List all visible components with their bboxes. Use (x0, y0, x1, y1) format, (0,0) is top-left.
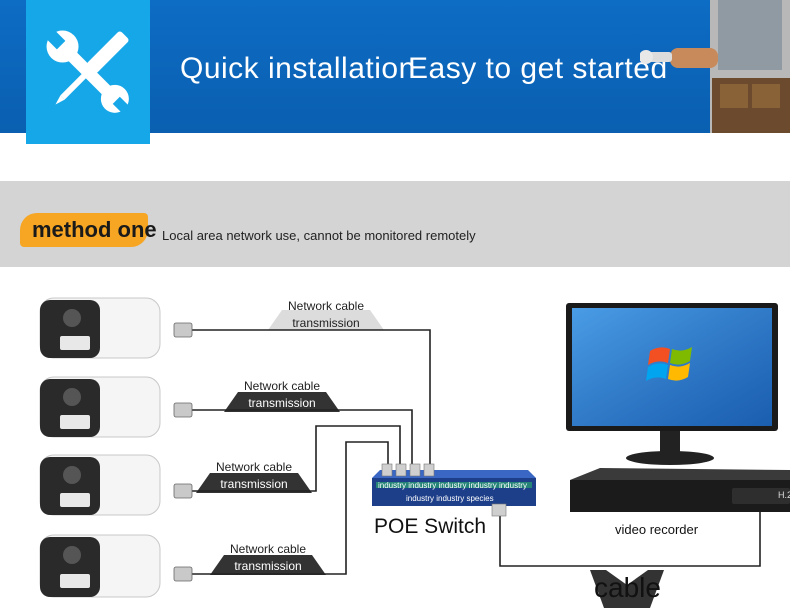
cable-line-4 (192, 441, 389, 575)
recorder-panel-text: H.2 (778, 490, 790, 500)
rj45-connector-3 (173, 483, 193, 499)
video-recorder-label: video recorder (615, 522, 699, 537)
cable-line-1 (192, 329, 431, 468)
cable-line-switch-recorder (499, 510, 761, 567)
cable-label-backdrop-1 (268, 310, 384, 330)
cable-label-1-line2: transmission (292, 316, 360, 330)
cable-line-3 (192, 425, 401, 492)
rj45-connector-1 (173, 322, 193, 338)
rj45-connector-2 (173, 402, 193, 418)
worker-illustration (640, 0, 790, 133)
cable-label-backdrop-2 (224, 392, 340, 412)
poe-switch (372, 463, 536, 517)
cable-label-2-line2: transmission (248, 396, 316, 410)
method-description: Local area network use, cannot be monito… (162, 228, 476, 243)
cable-label-3-line2: transmission (220, 477, 288, 491)
cable-label-backdrop-4 (210, 555, 326, 575)
camera-3 (39, 454, 161, 516)
banner-title-left: Quick installation (180, 52, 416, 85)
rj45-connector-4 (173, 566, 193, 582)
cable-label-3: Network cable transmission (196, 459, 312, 493)
banner-title-right: Easy to get started (408, 52, 668, 85)
camera-1 (39, 297, 161, 359)
video-recorder (570, 468, 790, 512)
banner-icon-tile (26, 0, 150, 144)
cable-label-1: Network cable transmission (268, 298, 384, 332)
cable-label-4-line2: transmission (234, 559, 302, 573)
cable-label-backdrop-3 (196, 473, 312, 493)
camera-2 (39, 376, 161, 438)
cable-arrow (590, 570, 664, 608)
cable-label-1-line1: Network cable (287, 299, 365, 313)
cable-label-2-line1: Network cable (243, 379, 321, 393)
cable-label-4-line1: Network cable (229, 542, 307, 556)
method-label: method one (32, 217, 157, 242)
method-badge (20, 213, 148, 247)
cable-arrow-notch (606, 570, 648, 585)
cable-label-2: Network cable transmission (224, 378, 340, 412)
poe-switch-label: POE Switch (374, 515, 487, 538)
cable-label-4: Network cable transmission (210, 541, 326, 575)
camera-4 (39, 534, 161, 598)
cable-line-2 (192, 409, 413, 468)
cable-label-3-line1: Network cable (215, 460, 293, 474)
network-diagram (39, 297, 790, 608)
switch-panel-text-1: industry industry industry industry indu… (378, 481, 527, 490)
wrench-screwdriver-icon (44, 28, 132, 116)
cable-output-label: cable (594, 572, 661, 603)
switch-panel-text-2: industry industry species (406, 494, 494, 503)
monitor (566, 303, 778, 465)
